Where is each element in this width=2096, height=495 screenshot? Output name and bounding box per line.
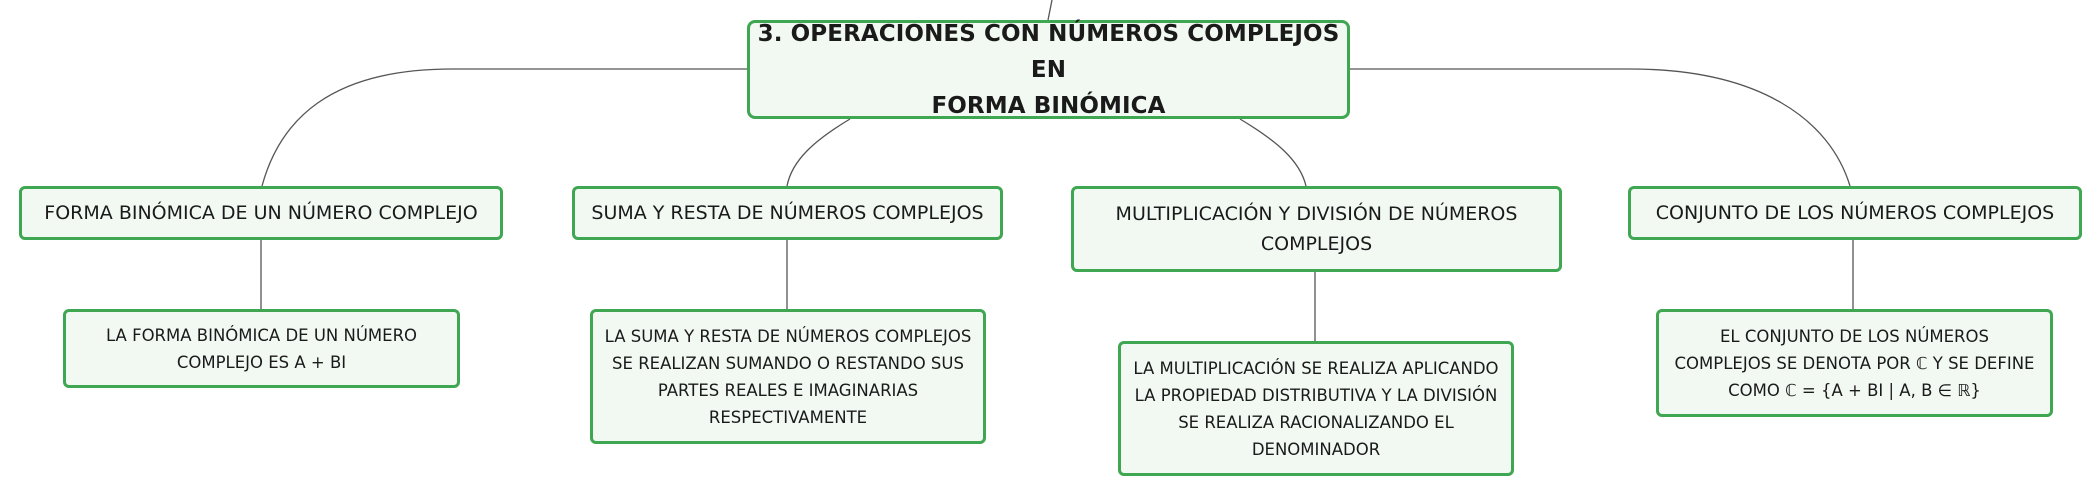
connector-root-to-conjunto bbox=[1350, 68, 1851, 187]
root-topic-node[interactable]: 3. OPERACIONES CON NÚMEROS COMPLEJOS EN … bbox=[747, 20, 1350, 119]
detail-text: EL CONJUNTO DE LOS NÚMEROS COMPLEJOS SE … bbox=[1674, 326, 2035, 400]
connector-parent-to-root bbox=[1047, 0, 1053, 21]
detail-text: LA SUMA Y RESTA DE NÚMEROS COMPLEJOS SE … bbox=[604, 326, 972, 427]
connector-root-to-suma-resta bbox=[786, 118, 851, 187]
detail-text: LA MULTIPLICACIÓN SE REALIZA APLICANDO L… bbox=[1133, 358, 1499, 459]
detail-forma-binomica[interactable]: LA FORMA BINÓMICA DE UN NÚMERO COMPLEJO … bbox=[63, 309, 460, 388]
topic-forma-binomica[interactable]: FORMA BINÓMICA DE UN NÚMERO COMPLEJO bbox=[19, 186, 503, 240]
topic-suma-resta[interactable]: SUMA Y RESTA DE NÚMEROS COMPLEJOS bbox=[572, 186, 1003, 240]
detail-text: LA FORMA BINÓMICA DE UN NÚMERO COMPLEJO … bbox=[105, 325, 418, 372]
topic-label: CONJUNTO DE LOS NÚMEROS COMPLEJOS bbox=[1655, 202, 2055, 224]
detail-conjunto-complejos[interactable]: EL CONJUNTO DE LOS NÚMEROS COMPLEJOS SE … bbox=[1656, 309, 2053, 417]
connector-root-to-forma-binomica bbox=[261, 68, 747, 187]
detail-suma-resta[interactable]: LA SUMA Y RESTA DE NÚMEROS COMPLEJOS SE … bbox=[590, 309, 986, 444]
topic-label: FORMA BINÓMICA DE UN NÚMERO COMPLEJO bbox=[44, 202, 478, 224]
topic-conjunto-complejos[interactable]: CONJUNTO DE LOS NÚMEROS COMPLEJOS bbox=[1628, 186, 2082, 240]
connector-root-to-multiplicacion bbox=[1239, 118, 1307, 187]
topic-multiplicacion-division[interactable]: MULTIPLICACIÓN Y DIVISIÓN DE NÚMEROS COM… bbox=[1071, 186, 1562, 272]
topic-label: MULTIPLICACIÓN Y DIVISIÓN DE NÚMEROS COM… bbox=[1115, 203, 1518, 255]
detail-multiplicacion-division[interactable]: LA MULTIPLICACIÓN SE REALIZA APLICANDO L… bbox=[1118, 341, 1514, 476]
topic-label: SUMA Y RESTA DE NÚMEROS COMPLEJOS bbox=[591, 202, 984, 224]
root-topic-label: 3. OPERACIONES CON NÚMEROS COMPLEJOS EN … bbox=[757, 20, 1340, 119]
